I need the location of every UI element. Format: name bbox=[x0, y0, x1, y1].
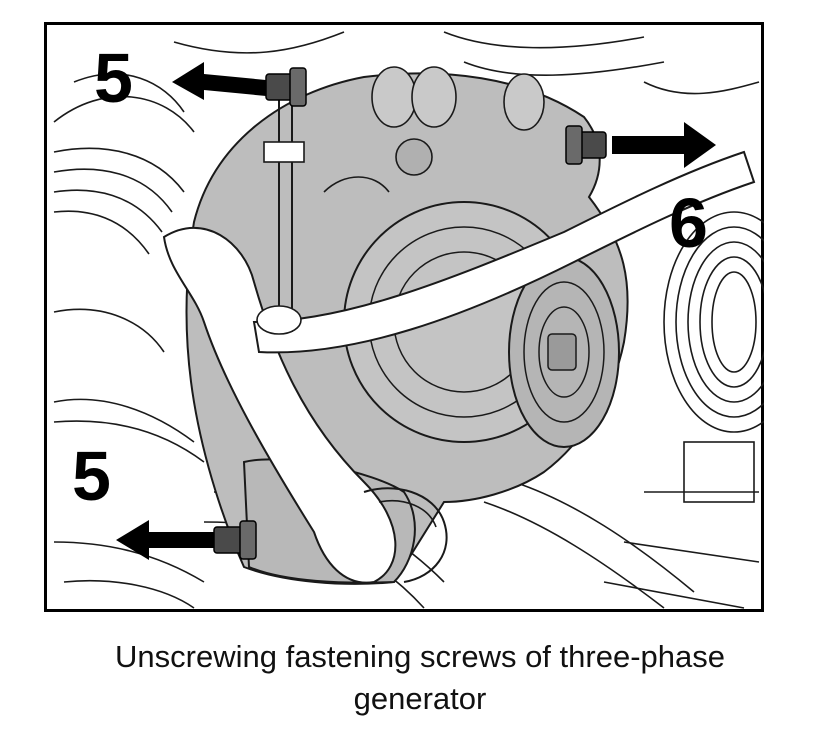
callout-label-5-bottom: 5 bbox=[72, 437, 111, 515]
bolt-right bbox=[565, 125, 607, 165]
hoses bbox=[162, 82, 756, 584]
figure-caption: Unscrewing fastening screws of three-pha… bbox=[0, 636, 840, 720]
arrow-right bbox=[612, 122, 716, 168]
arrow-bottom-left bbox=[116, 520, 214, 560]
callout-label-5-top: 5 bbox=[94, 39, 133, 117]
generator-illustration: 5 6 5 bbox=[44, 22, 764, 612]
bolt-top-left bbox=[265, 67, 307, 107]
bolt-bottom-left bbox=[213, 520, 257, 560]
caption-line-2: generator bbox=[353, 681, 487, 716]
caption-line-1: Unscrewing fastening screws of three-pha… bbox=[115, 639, 725, 674]
callout-label-6: 6 bbox=[669, 184, 708, 262]
arrow-top-left bbox=[172, 62, 266, 100]
